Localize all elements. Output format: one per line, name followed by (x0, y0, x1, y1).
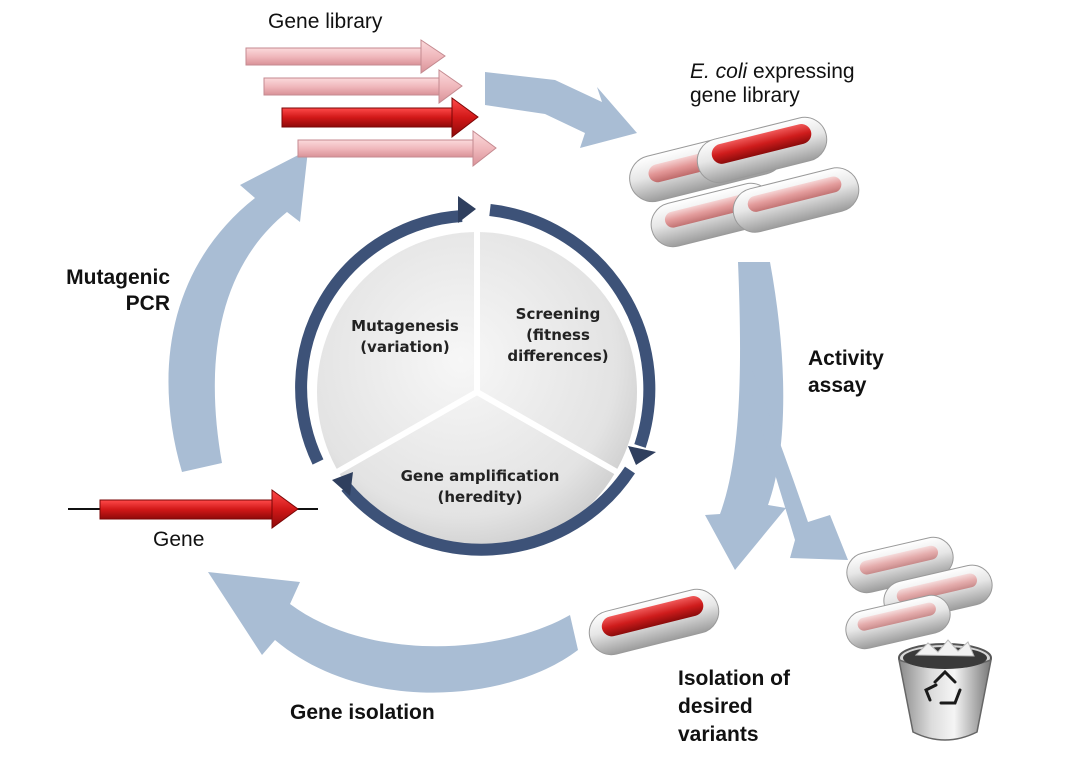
inner-arrow-mutagenesis-head (458, 196, 476, 223)
discarded-cells (845, 536, 993, 650)
library-arrow-1 (245, 39, 446, 74)
inner-arrow-screening-head (628, 446, 656, 465)
mutagenesis-label: Mutagenesis (variation) (351, 317, 459, 356)
inner-arrow-screening (489, 204, 656, 448)
inner-arrow-amplification-head (332, 472, 353, 496)
gene-library-arrows (245, 39, 497, 168)
ecoli-label-rest: expressing (747, 60, 855, 83)
central-cycle (295, 196, 656, 556)
disc-divider-left (330, 389, 479, 478)
ecoli-label: E. coli expressing gene library (690, 60, 855, 108)
arrow-isolation-to-gene (208, 572, 578, 693)
gene-label: Gene (153, 528, 205, 551)
gene-arrow (68, 489, 318, 529)
selected-variant-cell (588, 588, 720, 656)
gene-library-label: Gene library (268, 10, 383, 33)
ecoli-capsule-2 (696, 116, 828, 184)
library-arrow-4 (297, 130, 497, 168)
screening-label: Screening (fitness differences) (507, 305, 609, 365)
inner-arrow-mutagenesis (295, 210, 463, 465)
inner-arrow-amplification (341, 466, 635, 556)
arrow-activity-to-waste (752, 370, 848, 560)
library-arrow-2 (263, 69, 463, 104)
outer-cycle-arrows (168, 72, 848, 693)
discard-capsule-3 (845, 594, 951, 650)
amplification-label: Gene amplification (heredity) (400, 467, 560, 506)
ecoli-label-line2: gene library (690, 84, 800, 107)
gene-isolation-label: Gene isolation (290, 701, 435, 724)
library-arrow-selected (281, 97, 479, 139)
mutagenic-pcr-label: Mutagenic PCR (66, 266, 170, 315)
arrow-gene-to-library (168, 150, 308, 472)
ecoli-cluster (629, 116, 860, 248)
recycle-bin-icon (898, 639, 992, 741)
disc-divider-right (475, 389, 624, 478)
arrow-ecoli-to-activity (705, 262, 786, 570)
isolation-variants-label: Isolation of desired variants (678, 667, 790, 746)
activity-assay-label: Activity assay (808, 347, 884, 397)
arrow-library-to-ecoli (485, 72, 637, 148)
ecoli-capsule-4 (732, 167, 860, 233)
ecoli-species-name: E. coli (690, 60, 748, 83)
